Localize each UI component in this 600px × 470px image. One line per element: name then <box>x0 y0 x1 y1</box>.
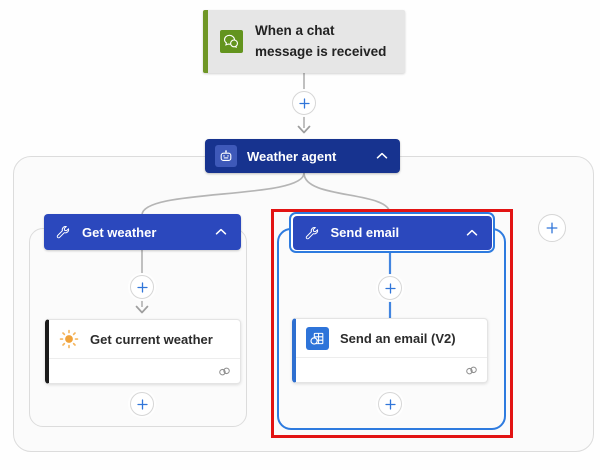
action-title: Send an email (V2) <box>340 330 456 346</box>
add-tool-button[interactable] <box>538 214 566 242</box>
plus-icon <box>384 282 396 294</box>
agent-label: Weather agent <box>247 148 337 164</box>
tool-header-send-email-selected[interactable]: Send email <box>289 212 495 253</box>
plus-icon <box>136 398 148 410</box>
trigger-title: When a chat message is received <box>255 22 387 59</box>
arrowhead-agent <box>297 125 311 134</box>
link-icon <box>217 364 232 379</box>
plus-icon <box>136 281 148 293</box>
trigger-card-chat-message[interactable]: When a chat message is received <box>203 10 405 73</box>
chevron-up-icon[interactable] <box>374 148 390 164</box>
chevron-up-icon[interactable] <box>464 225 480 241</box>
add-action-get-weather-bottom-button[interactable] <box>130 392 154 416</box>
plus-icon <box>298 97 310 109</box>
plus-icon <box>546 222 558 234</box>
tool-header-label: Get weather <box>82 224 157 240</box>
add-action-send-email-bottom-button[interactable] <box>378 392 402 416</box>
insert-step-after-trigger-button[interactable] <box>292 91 316 115</box>
tool-header-label: Send email <box>330 225 400 240</box>
action-card-footer <box>296 358 487 382</box>
link-icon <box>464 363 479 378</box>
action-card-main: Send an email (V2) <box>296 319 487 358</box>
sun-icon <box>59 329 79 349</box>
wrench-icon <box>305 226 319 240</box>
action-card-get-current-weather[interactable]: Get current weather <box>45 319 241 384</box>
plus-icon <box>384 398 396 410</box>
tool-header-get-weather[interactable]: Get weather <box>44 214 241 250</box>
outlook-icon <box>306 326 329 350</box>
action-card-main: Get current weather <box>49 320 240 359</box>
action-card-send-an-email-v2[interactable]: Send an email (V2) <box>292 318 488 383</box>
robot-icon <box>215 145 237 167</box>
action-card-footer <box>49 359 240 383</box>
chevron-up-icon[interactable] <box>213 224 229 240</box>
action-title: Get current weather <box>90 331 213 347</box>
insert-action-get-weather-button[interactable] <box>130 275 154 299</box>
insert-action-send-email-button[interactable] <box>378 276 402 300</box>
chat-bubbles-icon <box>220 30 243 53</box>
tool-header-send-email[interactable]: Send email <box>292 215 492 250</box>
wrench-icon <box>56 225 70 239</box>
agent-header-weather-agent[interactable]: Weather agent <box>205 139 400 173</box>
